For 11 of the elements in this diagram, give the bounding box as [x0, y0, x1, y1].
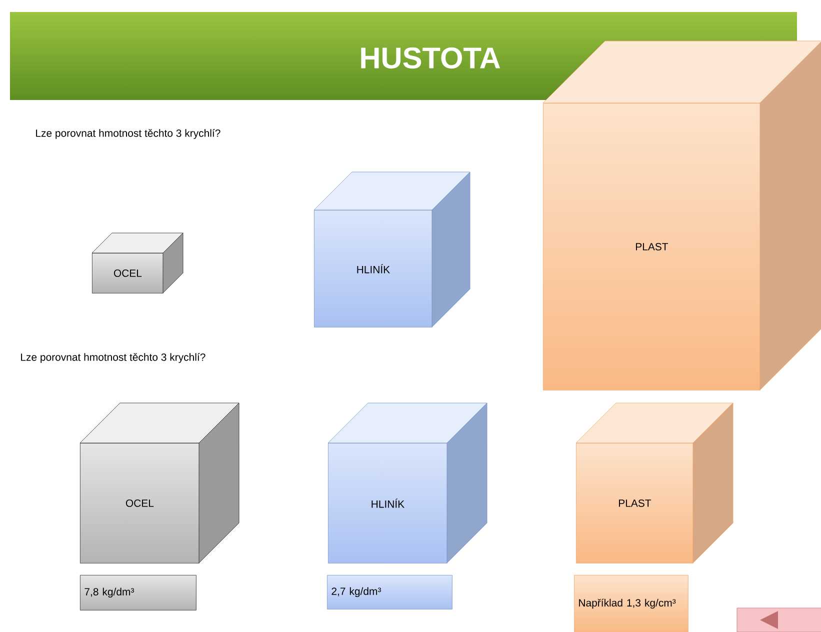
- cube: OCEL: [92, 232, 184, 294]
- value-box: 7,8 kg/dm³: [80, 574, 196, 610]
- cube: PLAST: [542, 40, 821, 390]
- value-box: 2,7 kg/dm³: [327, 574, 452, 610]
- cube: PLAST: [576, 402, 734, 564]
- cube: HLINÍK: [314, 172, 470, 328]
- value-box: Například 1,3 kg/cm³: [574, 574, 688, 632]
- cube: HLINÍK: [328, 402, 488, 564]
- cube: OCEL: [80, 402, 240, 564]
- question-text: Lze porovnat hmotnost těchto 3 krychlí?: [21, 353, 206, 363]
- question-text: Lze porovnat hmotnost těchto 3 krychlí?: [36, 129, 220, 139]
